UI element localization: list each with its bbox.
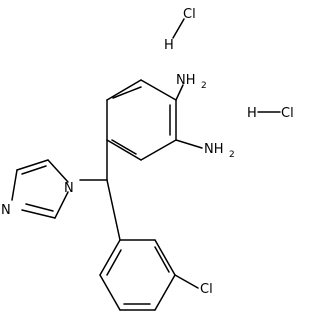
hcl-salt-1: Cl H	[164, 7, 196, 53]
ring-a-double-3	[112, 86, 142, 99]
imid-bond-5	[54, 191, 69, 219]
hcl-1-h-label: H	[164, 38, 174, 53]
imid-bond-4	[21, 209, 56, 219]
imid-double-2	[25, 203, 54, 212]
ring-b-bond-6	[99, 239, 121, 276]
imid-bond-3	[11, 169, 18, 201]
imidazole-n1-label: N	[64, 181, 74, 196]
ring-a-bond-2	[140, 139, 177, 161]
hcl-1-cl-label: Cl	[183, 7, 196, 22]
amino-group-1: NH 2	[175, 73, 207, 101]
ring-a-double-2	[111, 139, 137, 155]
amine-2-subscript: 2	[229, 150, 235, 160]
c-nh2-bond-2	[175, 139, 203, 149]
amine-2-label: NH	[204, 142, 224, 157]
chlorophenyl-ring	[99, 239, 176, 311]
ring-b-double-1	[154, 246, 170, 273]
hcl-2-cl-label: Cl	[281, 106, 294, 121]
hcl-salt-2: H Cl	[247, 106, 294, 121]
h-cl-bond-1	[172, 18, 185, 39]
imidazole-n3-label: N	[1, 203, 11, 218]
c-cl-bond	[174, 274, 199, 289]
chloro-label: Cl	[200, 282, 213, 297]
ring-b-double-3	[106, 249, 122, 276]
imid-double-1	[21, 165, 47, 175]
imid-bond-1	[47, 159, 69, 183]
methine-linker	[79, 139, 121, 241]
ring-b-bond-3	[154, 274, 176, 311]
imid-bond-2	[16, 159, 49, 171]
hcl-2-h-label: H	[247, 106, 257, 121]
amine-1-subscript: 2	[201, 81, 207, 91]
chloro-substituent: Cl	[174, 274, 213, 297]
ring-a-bond-5	[106, 79, 142, 101]
amino-group-2: NH 2	[175, 139, 235, 160]
c-nh2-bond-1	[175, 84, 184, 101]
ring-b-bond-2	[154, 239, 176, 276]
diaminophenyl-ring	[106, 79, 177, 161]
ring-b-bond-5	[99, 274, 121, 311]
chemical-structure: Cl H H Cl NH 2 NH 2	[1, 7, 294, 311]
ring-a-bond-6	[140, 79, 177, 101]
imidazole-ring: N N	[1, 159, 74, 219]
ring-a-bond-3	[106, 139, 142, 161]
amine-1-label: NH	[176, 73, 196, 88]
ch-to-ring-b-bond	[106, 179, 121, 241]
